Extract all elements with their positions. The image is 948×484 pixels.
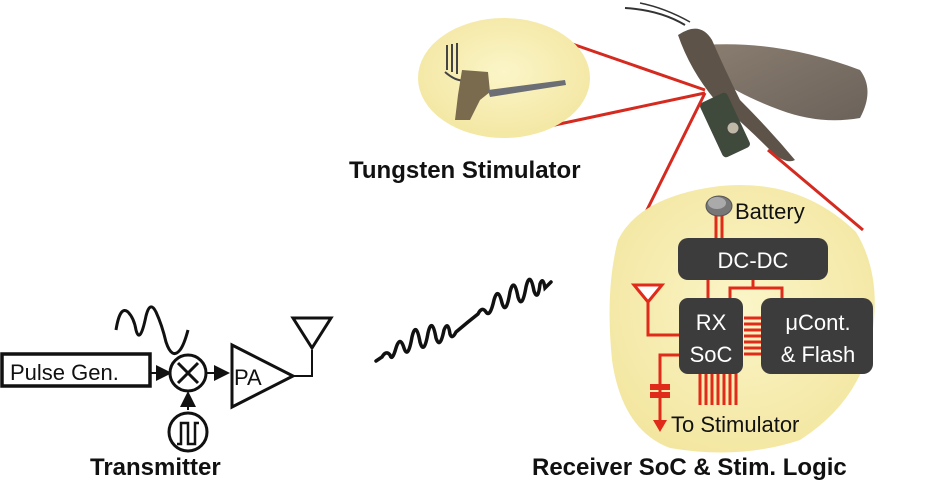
mcu-label-line2: & Flash bbox=[781, 342, 856, 367]
mcu-flash-block bbox=[761, 298, 873, 374]
pa-label: PA bbox=[234, 365, 262, 390]
dcdc-label: DC-DC bbox=[718, 248, 789, 273]
callout-lines bbox=[549, 36, 864, 232]
moth-wing bbox=[705, 44, 868, 121]
stimulator-bubble bbox=[418, 18, 590, 138]
battery-label: Battery bbox=[735, 199, 805, 224]
pulse-gen-label: Pulse Gen. bbox=[10, 360, 119, 385]
square-wave-icon bbox=[177, 421, 199, 446]
pcb-traces bbox=[646, 214, 784, 420]
carrier-sine-icon bbox=[114, 305, 190, 356]
moth-backpack-battery bbox=[726, 121, 740, 135]
crystal-component bbox=[650, 392, 670, 398]
callout-line bbox=[639, 92, 707, 223]
stimulator-bubble-bg bbox=[418, 18, 590, 138]
crystal-component bbox=[650, 384, 670, 390]
rx-soc-label-line2: SoC bbox=[690, 342, 733, 367]
rx-antenna-icon bbox=[630, 283, 666, 305]
moth-backpack-board bbox=[700, 92, 750, 158]
rf-signal-waveform bbox=[374, 277, 553, 363]
callout-line bbox=[549, 91, 706, 128]
moth-antenna bbox=[639, 2, 691, 23]
receiver-bubble: Battery DC-DC RX SoC μCont. & Flash To S… bbox=[609, 184, 875, 453]
callout-line bbox=[767, 148, 864, 232]
mixer-cross-icon bbox=[176, 361, 200, 385]
battery-icon-highlight bbox=[708, 197, 726, 209]
dcdc-block bbox=[678, 238, 828, 280]
mcu-label-line1: μCont. bbox=[785, 310, 850, 335]
output-arrow-icon bbox=[653, 420, 667, 432]
transmitter-title: Transmitter bbox=[90, 454, 221, 481]
moth-body bbox=[678, 28, 795, 162]
stimulator-title: Tungsten Stimulator bbox=[349, 157, 581, 184]
transmitter-block: Pulse Gen. PA bbox=[0, 305, 334, 453]
pulse-gen-block bbox=[0, 352, 152, 388]
to-stimulator-label: To Stimulator bbox=[671, 412, 799, 437]
stimulator-body bbox=[455, 70, 490, 120]
callout-line bbox=[554, 36, 706, 92]
moth-illustration bbox=[624, 2, 868, 162]
receiver-title: Receiver SoC & Stim. Logic bbox=[532, 454, 847, 481]
stimulator-lead bbox=[488, 80, 566, 97]
rx-soc-label-line1: RX bbox=[696, 310, 727, 335]
power-amplifier-icon bbox=[230, 342, 297, 410]
moth-antenna bbox=[624, 7, 686, 26]
stimulator-electrodes bbox=[446, 43, 458, 74]
antenna-feed bbox=[293, 350, 313, 377]
tx-antenna-icon bbox=[290, 316, 334, 351]
rx-soc-block bbox=[679, 298, 743, 374]
